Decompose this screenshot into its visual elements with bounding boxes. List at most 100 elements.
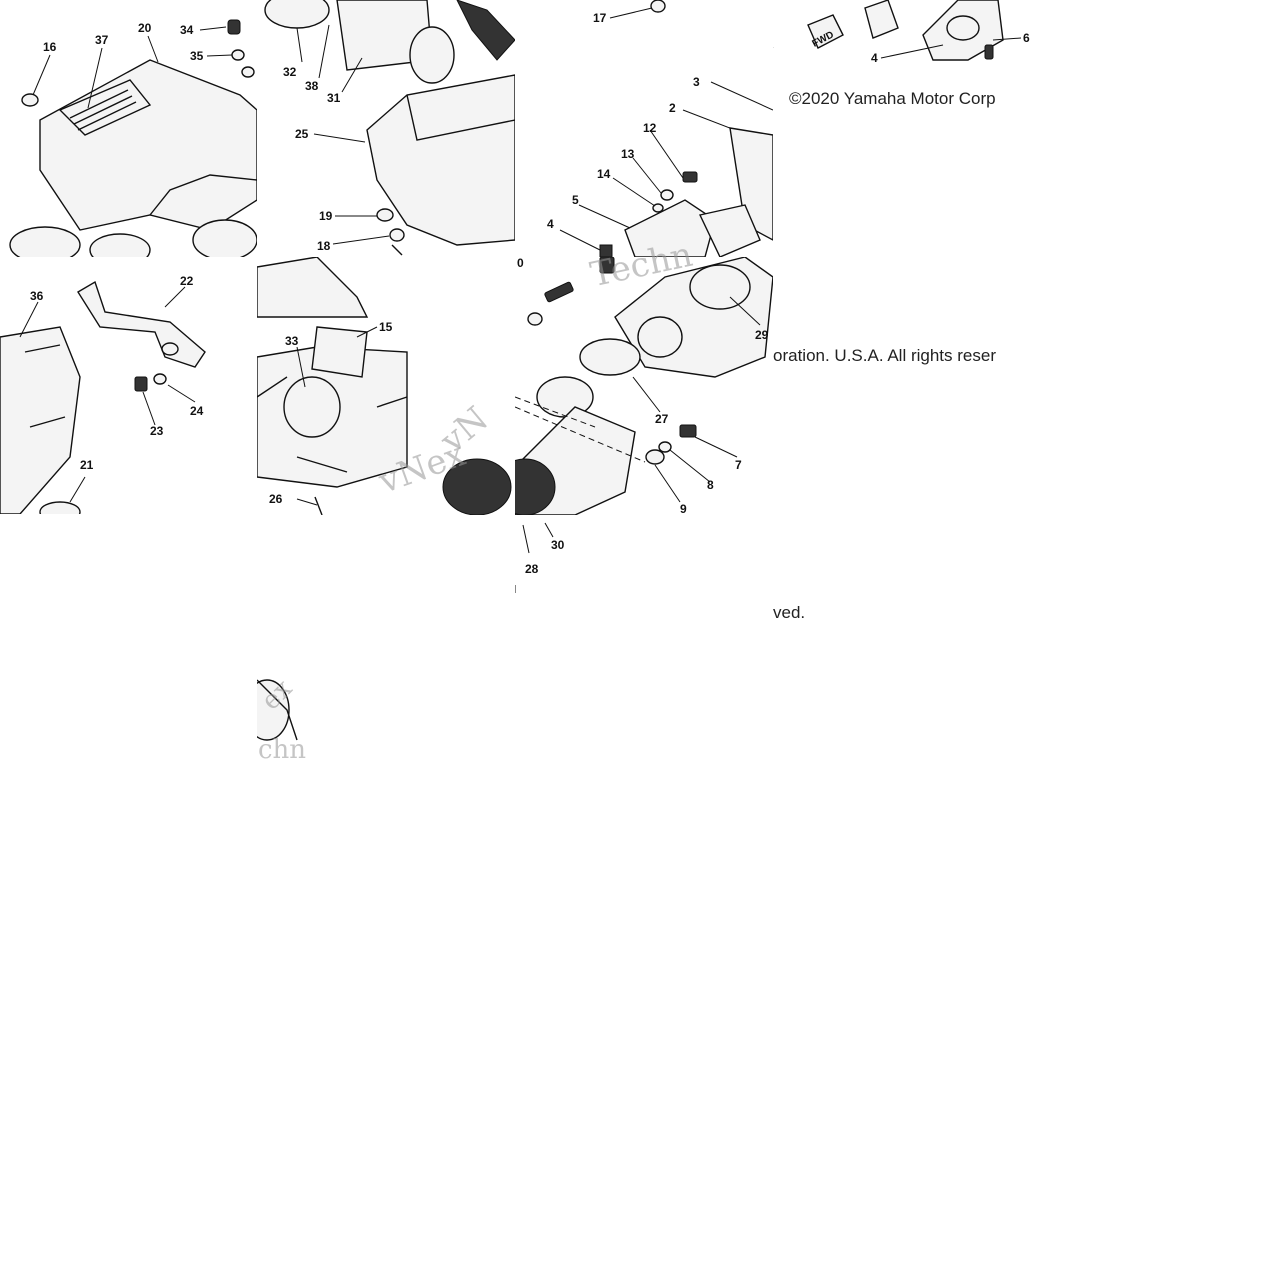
screw-6 — [984, 44, 994, 60]
callout-7: 7 — [735, 458, 742, 472]
airbox-lower-drawing: 32 38 31 25 19 18 — [264, 0, 515, 256]
copyright-line-2: oration. U.S.A. All rights reser — [773, 346, 996, 365]
callout-17: 17 — [593, 11, 607, 25]
callout-19: 19 — [319, 209, 333, 223]
callout-28: 28 — [525, 562, 539, 576]
diagram-tile-carburetor: 29 27 7 8 9 0 — [515, 257, 773, 515]
bracket-22 — [77, 280, 206, 368]
diagram-tile-airbox-cover: 16 37 20 34 35 — [0, 0, 257, 257]
washer-13 — [660, 189, 674, 201]
filter-end-cap — [409, 26, 455, 84]
callout-13: 13 — [621, 147, 635, 161]
callout-37: 37 — [95, 33, 109, 47]
callout-32: 32 — [283, 65, 297, 79]
clamp-27 — [579, 338, 641, 376]
callout-6: 6 — [1023, 31, 1030, 45]
callout-15: 15 — [379, 320, 393, 334]
fragment-drawing — [257, 679, 298, 741]
joint-dark — [515, 458, 556, 515]
gasket-2 — [729, 127, 773, 241]
callout-5: 5 — [572, 193, 579, 207]
side-cover-36 — [0, 326, 81, 514]
manifold-5 — [624, 199, 716, 257]
bolt-12 — [682, 171, 698, 183]
intake-boot-left — [9, 226, 81, 257]
airbox-cover-part — [39, 59, 257, 231]
washer-24 — [153, 373, 167, 385]
watermark-d: chn — [258, 735, 307, 765]
element-33 — [283, 376, 341, 438]
filter-case-drawing: 33 15 26 — [257, 257, 512, 515]
callout-3: 3 — [693, 75, 700, 89]
nut-part — [21, 93, 39, 107]
callout-23: 23 — [150, 424, 164, 438]
lower-callouts: 30 28 — [515, 522, 565, 593]
airbox-lower-case — [366, 74, 515, 246]
airbox-side-plate — [456, 0, 515, 61]
callout-21: 21 — [80, 458, 94, 472]
diagram-tile-fwd-gaskets: FWD 4 6 1 — [773, 0, 1030, 257]
washer-14 — [652, 203, 664, 213]
bolt-10 — [544, 281, 574, 303]
callout-25: 25 — [295, 127, 309, 141]
callout-35: 35 — [190, 49, 204, 63]
callout-10: 0 — [517, 257, 524, 270]
washer-8 — [658, 441, 672, 453]
callout-22: 22 — [180, 274, 194, 288]
callout-29: 29 — [755, 328, 769, 342]
callout-16: 16 — [43, 40, 57, 54]
callout-9: 9 — [680, 502, 687, 515]
callout-2: 2 — [669, 101, 676, 115]
bolt-4 — [599, 244, 613, 257]
bolt-7 — [679, 424, 697, 438]
callout-36: 36 — [30, 289, 44, 303]
callout-12: 12 — [643, 121, 657, 135]
callout-8: 8 — [707, 478, 714, 492]
callout-4: 4 — [547, 217, 554, 231]
bolt-part — [227, 19, 241, 35]
bolt-top — [599, 257, 615, 274]
callout-34: 34 — [180, 23, 194, 37]
diagram-tile-fragment — [257, 660, 313, 772]
case-top-dome — [257, 257, 369, 318]
boot-21 — [39, 501, 81, 514]
fwd-arrow-mark — [807, 14, 844, 49]
callout-33: 33 — [285, 334, 299, 348]
diagram-tile-carb-joint: 17 3 2 12 13 14 5 4 — [515, 0, 773, 257]
grommet-part — [389, 228, 405, 242]
callout-24: 24 — [190, 404, 204, 418]
callout-14: 14 — [597, 167, 611, 181]
copyright-line-3: ved. — [773, 603, 806, 622]
callout-18: 18 — [317, 239, 331, 253]
carb-joint-drawing: 17 3 2 12 13 14 5 4 — [547, 0, 773, 257]
intake-joint-dark — [442, 458, 512, 515]
copyright-line-1: ©2020 Yamaha Motor Corp — [789, 89, 996, 108]
intake-boot-right — [192, 219, 257, 257]
callout-27: 27 — [655, 412, 669, 426]
nut-17 — [650, 0, 666, 13]
callout-26: 26 — [269, 492, 283, 506]
airbox-cover-drawing: 16 37 20 34 35 — [9, 19, 257, 257]
callout-31: 31 — [327, 91, 341, 105]
callout-30: 30 — [551, 538, 565, 552]
gasket-plate-upper — [864, 0, 899, 39]
intake-boot-middle — [89, 233, 151, 257]
diagram-tile-airbox-lower: 32 38 31 25 19 18 — [257, 0, 515, 257]
plate-15 — [311, 326, 368, 378]
washer-part — [376, 208, 394, 222]
washer-9 — [645, 449, 665, 465]
washer-left — [527, 312, 543, 326]
diagram-tile-bracket: 36 22 24 23 21 — [0, 257, 257, 514]
fwd-gaskets-drawing: FWD 4 6 1 — [773, 0, 1030, 65]
fragment-ring — [257, 679, 290, 741]
diagram-tile-filter-case: 33 15 26 — [257, 257, 515, 515]
filter-element-ring — [264, 0, 330, 29]
bolt-23 — [134, 376, 148, 392]
bracket-drawing: 36 22 24 23 21 — [0, 274, 206, 514]
callout-4b: 4 — [871, 51, 878, 65]
oring-29 — [689, 264, 751, 310]
carburetor-drawing: 29 27 7 8 9 0 — [515, 257, 773, 515]
callout-20: 20 — [138, 21, 152, 35]
callout-38: 38 — [305, 79, 319, 93]
gasket-1 — [698, 204, 761, 257]
